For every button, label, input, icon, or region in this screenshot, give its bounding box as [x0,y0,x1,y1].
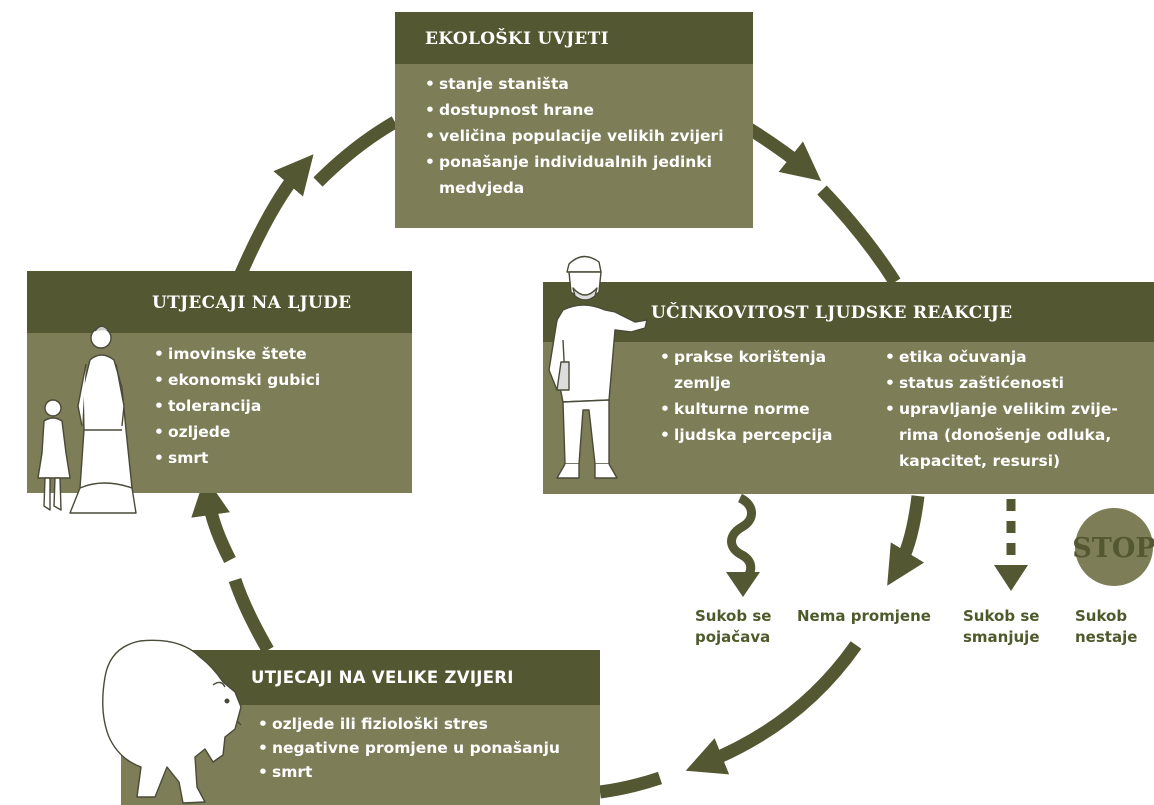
stop-sign-icon: STOP [1072,508,1154,586]
man-worker-icon [548,255,648,479]
list-item: stanje staništa [425,71,724,97]
list-item: etika očuvanja [885,344,1118,370]
list-item: ponašanje individualnih jedinki [425,149,724,175]
human-impacts-list: imovinske štete ekonomski gubici toleran… [154,341,320,471]
list-item: veličina populacije velikih zvijeri [425,123,724,149]
arc-left-lower [228,577,274,654]
woman-and-child-icon [37,325,137,514]
list-item: ljudska percepcija [660,422,832,448]
arrow-human-to-ecological [230,154,314,288]
svg-text:STOP: STOP [1072,533,1154,564]
list-item: upravljanje velikim zvije-rima (donošenj… [885,396,1118,474]
list-item: tolerancija [154,393,320,419]
ecological-conditions-box: EKOLOŠKI UVJETI stanje staništa dostupno… [395,12,753,228]
list-item: dostupnost hrane [425,97,724,123]
arc-top-left [313,116,399,187]
list-item-continuation: medvjeda [439,179,525,197]
arrow-no-change [887,495,925,586]
human-response-title: UČINKOVITOST LJUDSKE REAKCIJE [543,282,1154,342]
ecological-conditions-list: stanje staništa dostupnost hrane veličin… [425,71,724,201]
carnivore-impacts-list: ozljede ili fiziološki stres negativne p… [258,712,560,784]
list-item: status zaštićenosti [885,370,1118,396]
arc-top-right [744,122,822,181]
arc-right-upper [817,185,901,286]
list-item: smrt [258,760,560,784]
list-item: imovinske štete [154,341,320,367]
list-item: ekonomski gubici [154,367,320,393]
list-item: kulturne norme [660,396,832,422]
list-item: smrt [154,445,320,471]
wavy-arrow-icon [727,493,756,584]
polar-bear-icon [102,639,242,804]
list-item: ozljede [154,419,320,445]
human-response-box: UČINKOVITOST LJUDSKE REAKCIJE prakse kor… [543,282,1154,494]
outcome-no-change: Nema promjene [797,607,931,625]
response-list-right: etika očuvanja status zaštićenosti uprav… [885,344,1118,474]
list-item: ozljede ili fiziološki stres [258,712,560,736]
ecological-conditions-title: EKOLOŠKI UVJETI [395,12,753,64]
list-item: negativne promjene u ponašanju [258,736,560,760]
arc-bottom-end [599,771,663,799]
arrow-carnivore-to-human [191,476,236,563]
human-impacts-title: UTJECAJI NA LJUDE [27,271,412,333]
arc-bottom-right [685,641,862,775]
